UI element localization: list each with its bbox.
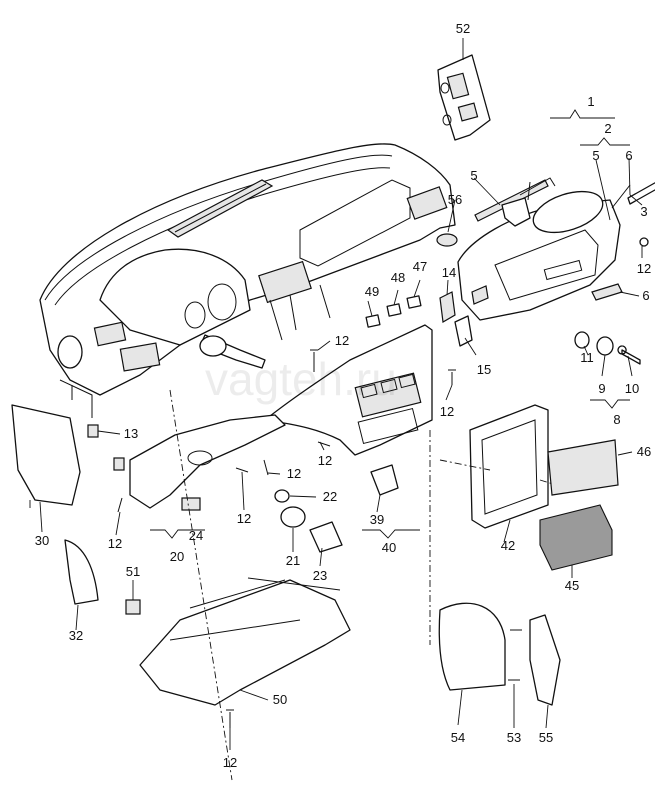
- dashboard-panel: [39, 143, 456, 418]
- callout-21: 21: [286, 553, 300, 568]
- part-23-switch: [309, 521, 343, 553]
- part-56-clip: [436, 233, 458, 247]
- callout-23: 23: [313, 568, 327, 583]
- part-5-hinge: [501, 197, 531, 227]
- callout-42: 42: [501, 538, 515, 553]
- callout-8: 8: [613, 412, 620, 427]
- part-42-trim-frame: [469, 404, 549, 529]
- part-20-lower-panel: [129, 414, 286, 511]
- callout-55: 55: [539, 730, 553, 745]
- part-40-center-console: [264, 324, 433, 496]
- callout-51: 51: [126, 564, 140, 579]
- callout-9: 9: [598, 381, 605, 396]
- part-48: [386, 303, 402, 317]
- callout-2: 2: [604, 121, 611, 136]
- part-45-tray: [539, 504, 613, 571]
- callout-5: 5: [470, 168, 477, 183]
- part-47: [406, 295, 422, 309]
- callout-1: 1: [587, 94, 594, 109]
- callout-50: 50: [273, 692, 287, 707]
- callout-6: 6: [642, 288, 649, 303]
- callout-labels: 52 1 2 5 6 5 56 3 12 6 14 47 48 49 12 15…: [35, 21, 651, 770]
- callout-10: 10: [625, 381, 639, 396]
- callout-12-console-left: 12: [318, 453, 332, 468]
- part-1-glovebox: [457, 184, 631, 321]
- callout-5-top: 5: [592, 148, 599, 163]
- callout-32: 32: [69, 628, 83, 643]
- part-51-clip: [125, 599, 141, 615]
- callout-12-left: 12: [108, 536, 122, 551]
- part-3-screw: [627, 182, 655, 205]
- callout-49: 49: [365, 284, 379, 299]
- watermark: vagteh.ru: [205, 353, 397, 405]
- part-21-ring: [280, 506, 306, 528]
- part-14-clip: [439, 291, 456, 323]
- callout-52: 52: [456, 21, 470, 36]
- callout-53: 53: [507, 730, 521, 745]
- callout-12-glovebox: 12: [637, 261, 651, 276]
- callout-12-panel-low: 12: [237, 511, 251, 526]
- part-54-knee-panel: [438, 602, 506, 691]
- part-15-switch: [454, 315, 473, 347]
- callout-48: 48: [391, 270, 405, 285]
- callout-54: 54: [451, 730, 465, 745]
- callout-12-console-top: 12: [335, 333, 349, 348]
- part-22-knob: [274, 489, 290, 503]
- part-9-lock: [596, 336, 614, 356]
- callout-46: 46: [637, 444, 651, 459]
- callout-14: 14: [442, 265, 456, 280]
- callout-47: 47: [413, 259, 427, 274]
- part-46-cover-plate: [547, 439, 619, 496]
- callout-24: 24: [189, 528, 203, 543]
- callout-13: 13: [124, 426, 138, 441]
- part-32-end-cap: [64, 539, 99, 605]
- callout-40: 40: [382, 540, 396, 555]
- screws-12: [117, 349, 522, 728]
- callout-11: 11: [580, 350, 594, 365]
- callout-12-bottom: 12: [223, 755, 237, 770]
- part-49: [365, 314, 381, 328]
- leader-lines: [29, 38, 643, 750]
- part-10-key: [617, 345, 641, 365]
- callout-3: 3: [640, 204, 647, 219]
- part-52-switch-panel: [437, 54, 491, 141]
- part-30-side-cover: [11, 404, 81, 506]
- callout-20: 20: [170, 549, 184, 564]
- callout-30: 30: [35, 533, 49, 548]
- callout-22: 22: [323, 489, 337, 504]
- part-13-clip: [87, 424, 99, 438]
- part-11-cap: [574, 331, 590, 349]
- callout-45: 45: [565, 578, 579, 593]
- callout-56: 56: [448, 192, 462, 207]
- callout-12-panel: 12: [287, 466, 301, 481]
- callout-39: 39: [370, 512, 384, 527]
- callout-15: 15: [477, 362, 491, 377]
- part-13-clip-b: [113, 457, 125, 471]
- part-12-screw-a: [639, 237, 649, 247]
- callout-6-top: 6: [625, 148, 632, 163]
- part-24-block: [181, 497, 201, 511]
- part-56-strip: [474, 179, 549, 222]
- part-50-lower-trim: [139, 579, 351, 706]
- callout-12-console-right: 12: [440, 404, 454, 419]
- part-55-bracket: [529, 614, 561, 706]
